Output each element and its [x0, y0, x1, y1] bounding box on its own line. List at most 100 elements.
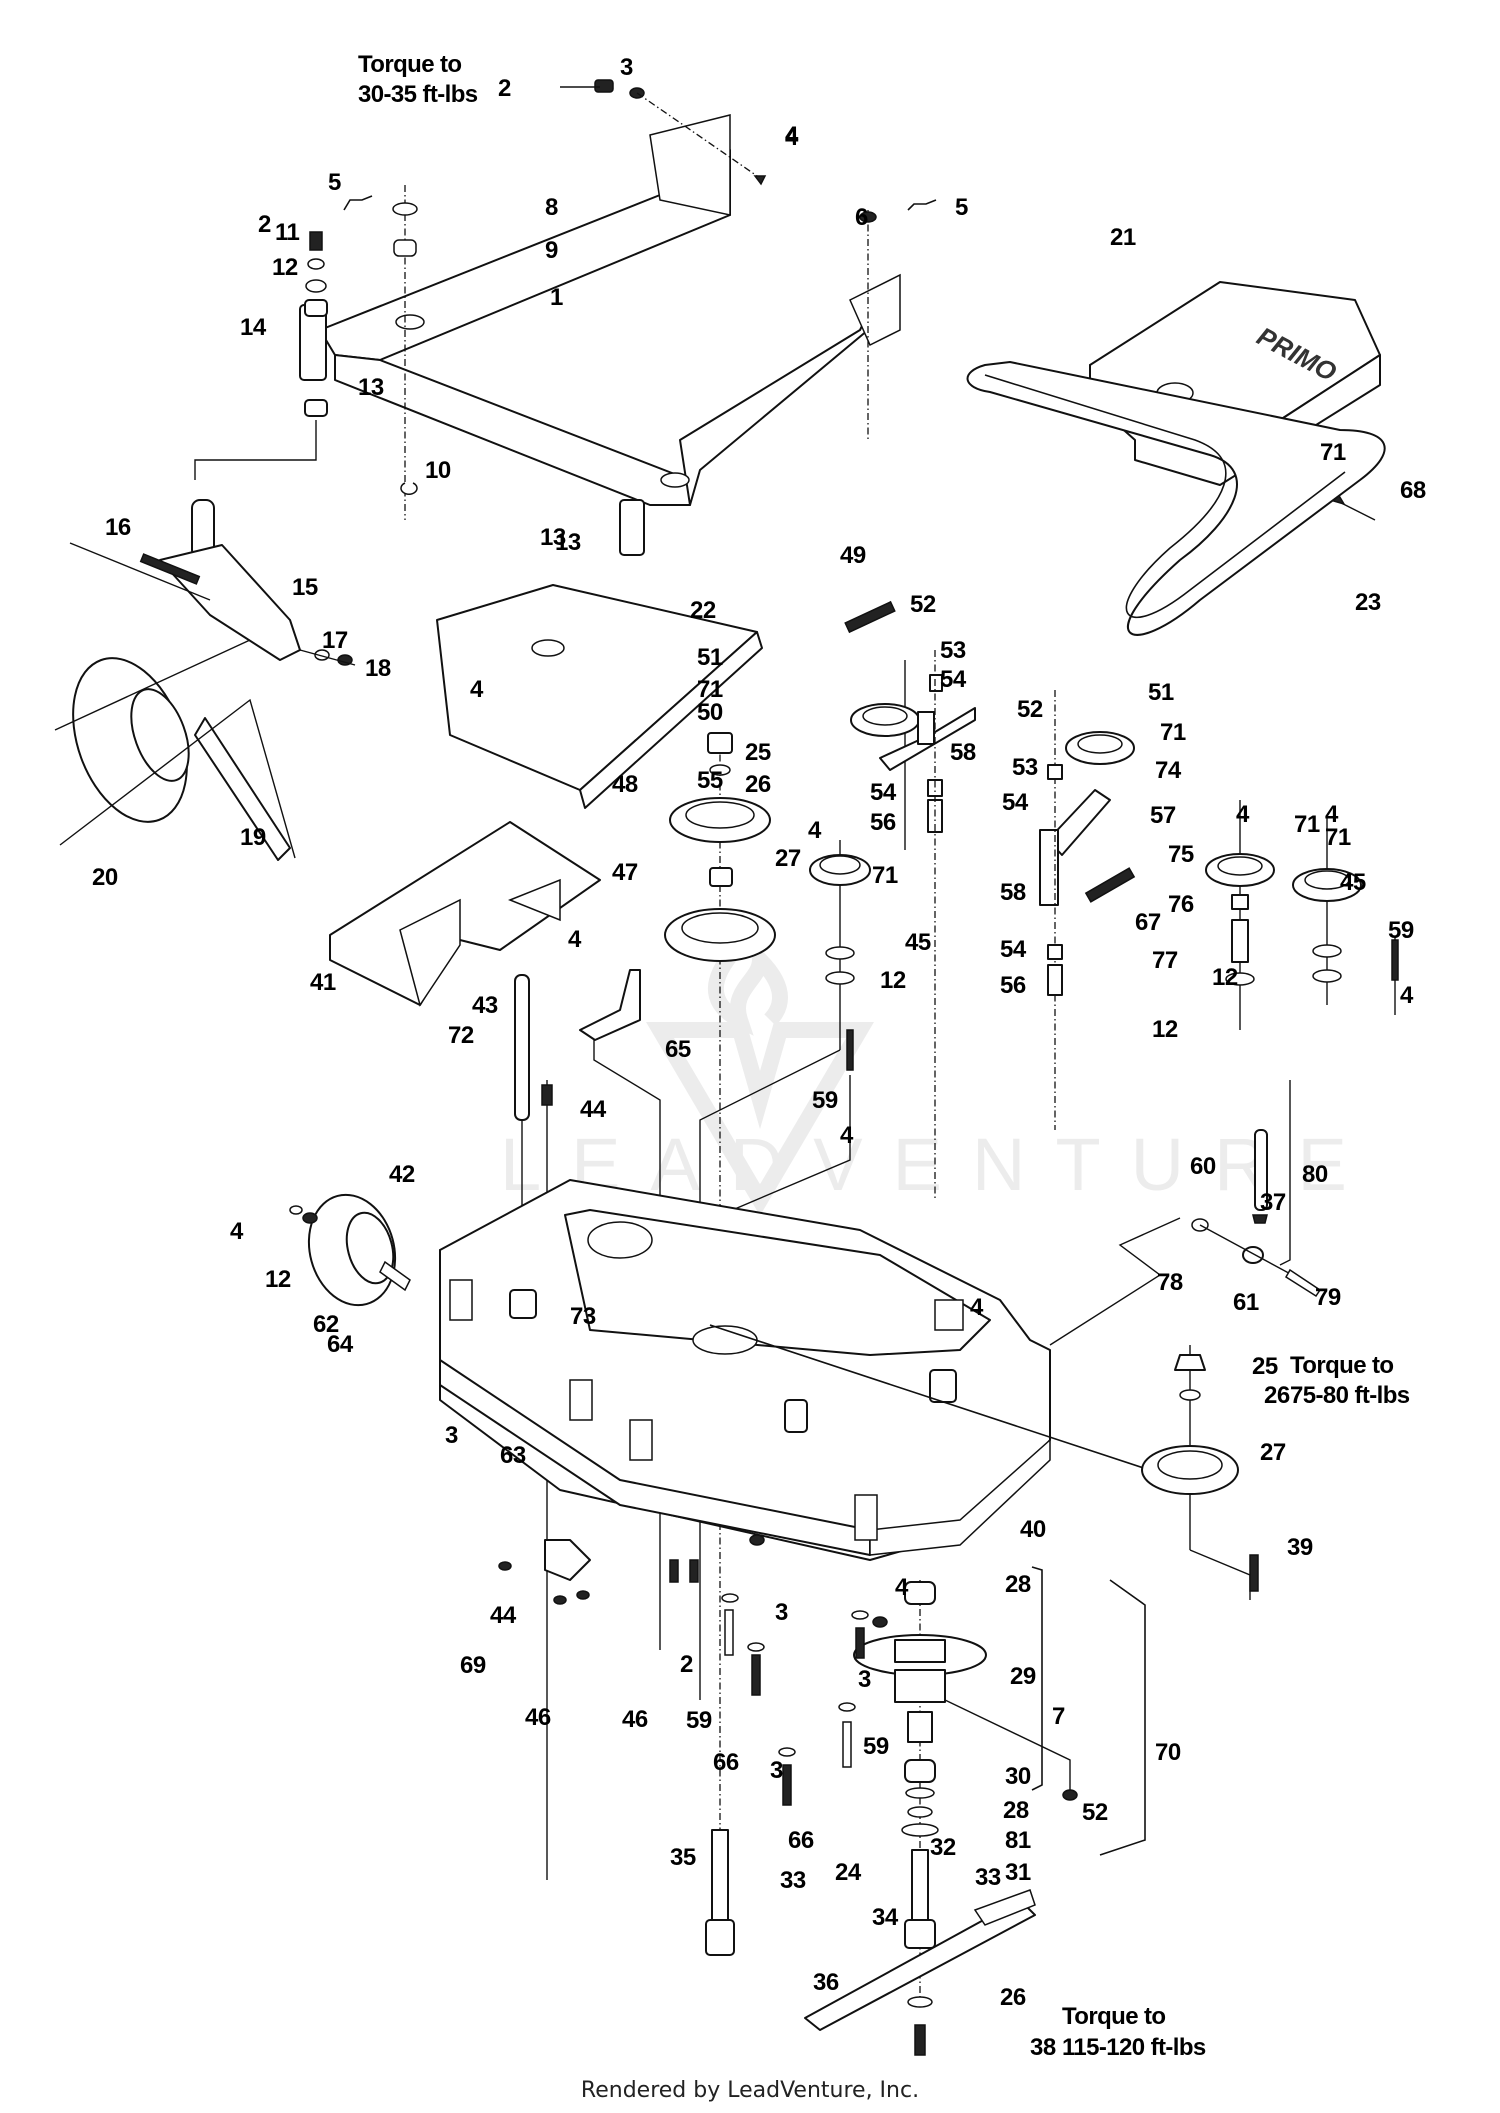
idler-arm-left	[844, 600, 976, 1200]
svg-text:Torque to: Torque to	[1062, 2003, 1165, 2030]
watermark-flame-icon	[707, 940, 788, 1036]
discharge-chute	[329, 821, 601, 1007]
callout-55: 55	[697, 767, 723, 794]
callout-4: 4	[1325, 801, 1339, 828]
callout-2: 2	[258, 211, 271, 238]
callout-33: 33	[975, 1864, 1001, 1891]
callout-51: 51	[1148, 679, 1174, 706]
callout-70: 70	[1155, 1739, 1181, 1766]
callout-71: 71	[1325, 824, 1351, 851]
callout-12: 12	[880, 967, 906, 994]
callout-68: 68	[1400, 477, 1426, 504]
callout-21: 21	[1110, 224, 1136, 251]
callout-50: 50	[697, 699, 723, 726]
callout-80: 80	[1302, 1161, 1328, 1188]
callout-12: 12	[1212, 964, 1238, 991]
callout-3: 3	[775, 1599, 788, 1626]
callout-44: 44	[490, 1602, 517, 1629]
callout-56: 56	[1000, 972, 1026, 999]
center-pulleys	[664, 732, 776, 1830]
callout-17: 17	[322, 627, 348, 654]
callout-54: 54	[1002, 789, 1029, 816]
callout-23: 23	[1355, 589, 1381, 616]
callout-4: 4	[895, 1574, 909, 1601]
callout-47: 47	[612, 859, 638, 886]
callout-35: 35	[670, 1844, 696, 1871]
callout-59: 59	[686, 1707, 712, 1734]
callout-29: 29	[1010, 1663, 1036, 1690]
callout-4: 4	[1236, 801, 1250, 828]
gauge-wheel	[289, 1193, 411, 1307]
callout-4: 4	[785, 124, 799, 151]
callout-78: 78	[1157, 1269, 1183, 1296]
drive-belt	[966, 361, 1386, 636]
callout-36: 36	[813, 1969, 839, 1996]
callout-13: 13	[540, 524, 566, 551]
torque-note-115-120: Torque to 115-120 ft-lbs	[1062, 2003, 1207, 2061]
callout-27: 27	[1260, 1439, 1286, 1466]
render-credit: Rendered by LeadVenture, Inc.	[580, 2078, 920, 2103]
deck-shield	[436, 584, 763, 809]
callout-52: 52	[1017, 696, 1043, 723]
callout-5: 5	[955, 194, 968, 221]
callout-54: 54	[940, 666, 967, 693]
callout-71: 71	[1294, 811, 1320, 838]
callout-18: 18	[365, 655, 391, 682]
frame-hardware	[194, 79, 937, 520]
callout-3: 3	[445, 1422, 458, 1449]
callout-79: 79	[1315, 1284, 1341, 1311]
callout-26: 26	[745, 771, 771, 798]
callout-6: 6	[855, 204, 868, 231]
callout-67: 67	[1135, 909, 1161, 936]
callout-59: 59	[863, 1733, 889, 1760]
callout-72: 72	[448, 1022, 474, 1049]
callout-52: 52	[910, 591, 936, 618]
callout-22: 22	[690, 597, 716, 624]
callout-4: 4	[840, 1122, 854, 1149]
callout-46: 46	[525, 1704, 551, 1731]
callout-81: 81	[1005, 1827, 1031, 1854]
callout-13: 13	[555, 529, 581, 556]
callout-16: 16	[105, 514, 131, 541]
callout-71: 71	[872, 862, 898, 889]
svg-text:Torque to: Torque to	[1290, 1352, 1393, 1379]
svg-text:30-35 ft-lbs: 30-35 ft-lbs	[358, 81, 478, 108]
callout-13: 13	[358, 374, 384, 401]
callout-4: 4	[1400, 982, 1414, 1009]
callout-4: 4	[808, 817, 822, 844]
callout-51: 51	[697, 644, 723, 671]
callout-69: 69	[460, 1652, 486, 1679]
callout-4: 4	[470, 676, 484, 703]
callout-32: 32	[930, 1834, 956, 1861]
callout-43: 43	[472, 992, 498, 1019]
callout-74: 74	[1155, 757, 1182, 784]
callout-19: 19	[240, 824, 266, 851]
right-idler-pulleys	[1205, 800, 1399, 1030]
callout-10: 10	[425, 457, 451, 484]
svg-text:75-80 ft-lbs: 75-80 ft-lbs	[1290, 1382, 1410, 1409]
svg-text:115-120 ft-lbs: 115-120 ft-lbs	[1062, 2034, 1206, 2061]
svg-text:Torque to: Torque to	[358, 51, 461, 78]
callout-12: 12	[265, 1266, 291, 1293]
callout-71: 71	[1320, 439, 1346, 466]
callout-76: 76	[1168, 891, 1194, 918]
idler-arm-right	[1039, 690, 1136, 1130]
callout-4: 4	[785, 122, 799, 149]
callout-58: 58	[1000, 879, 1026, 906]
callout-48: 48	[612, 771, 638, 798]
callout-45: 45	[1340, 869, 1366, 896]
callout-20: 20	[92, 864, 118, 891]
callout-28: 28	[1003, 1797, 1029, 1824]
bolt-stacks	[498, 1534, 888, 1806]
callout-34: 34	[872, 1904, 899, 1931]
spindle-shaft-and-blade	[705, 1829, 1036, 2056]
callout-53: 53	[940, 637, 966, 664]
callout-25: 25	[1252, 1353, 1278, 1380]
callout-65: 65	[665, 1036, 691, 1063]
watermark-logo-icon	[646, 1022, 874, 1216]
callout-66: 66	[713, 1749, 739, 1776]
callout-58: 58	[950, 739, 976, 766]
callout-41: 41	[310, 969, 336, 996]
